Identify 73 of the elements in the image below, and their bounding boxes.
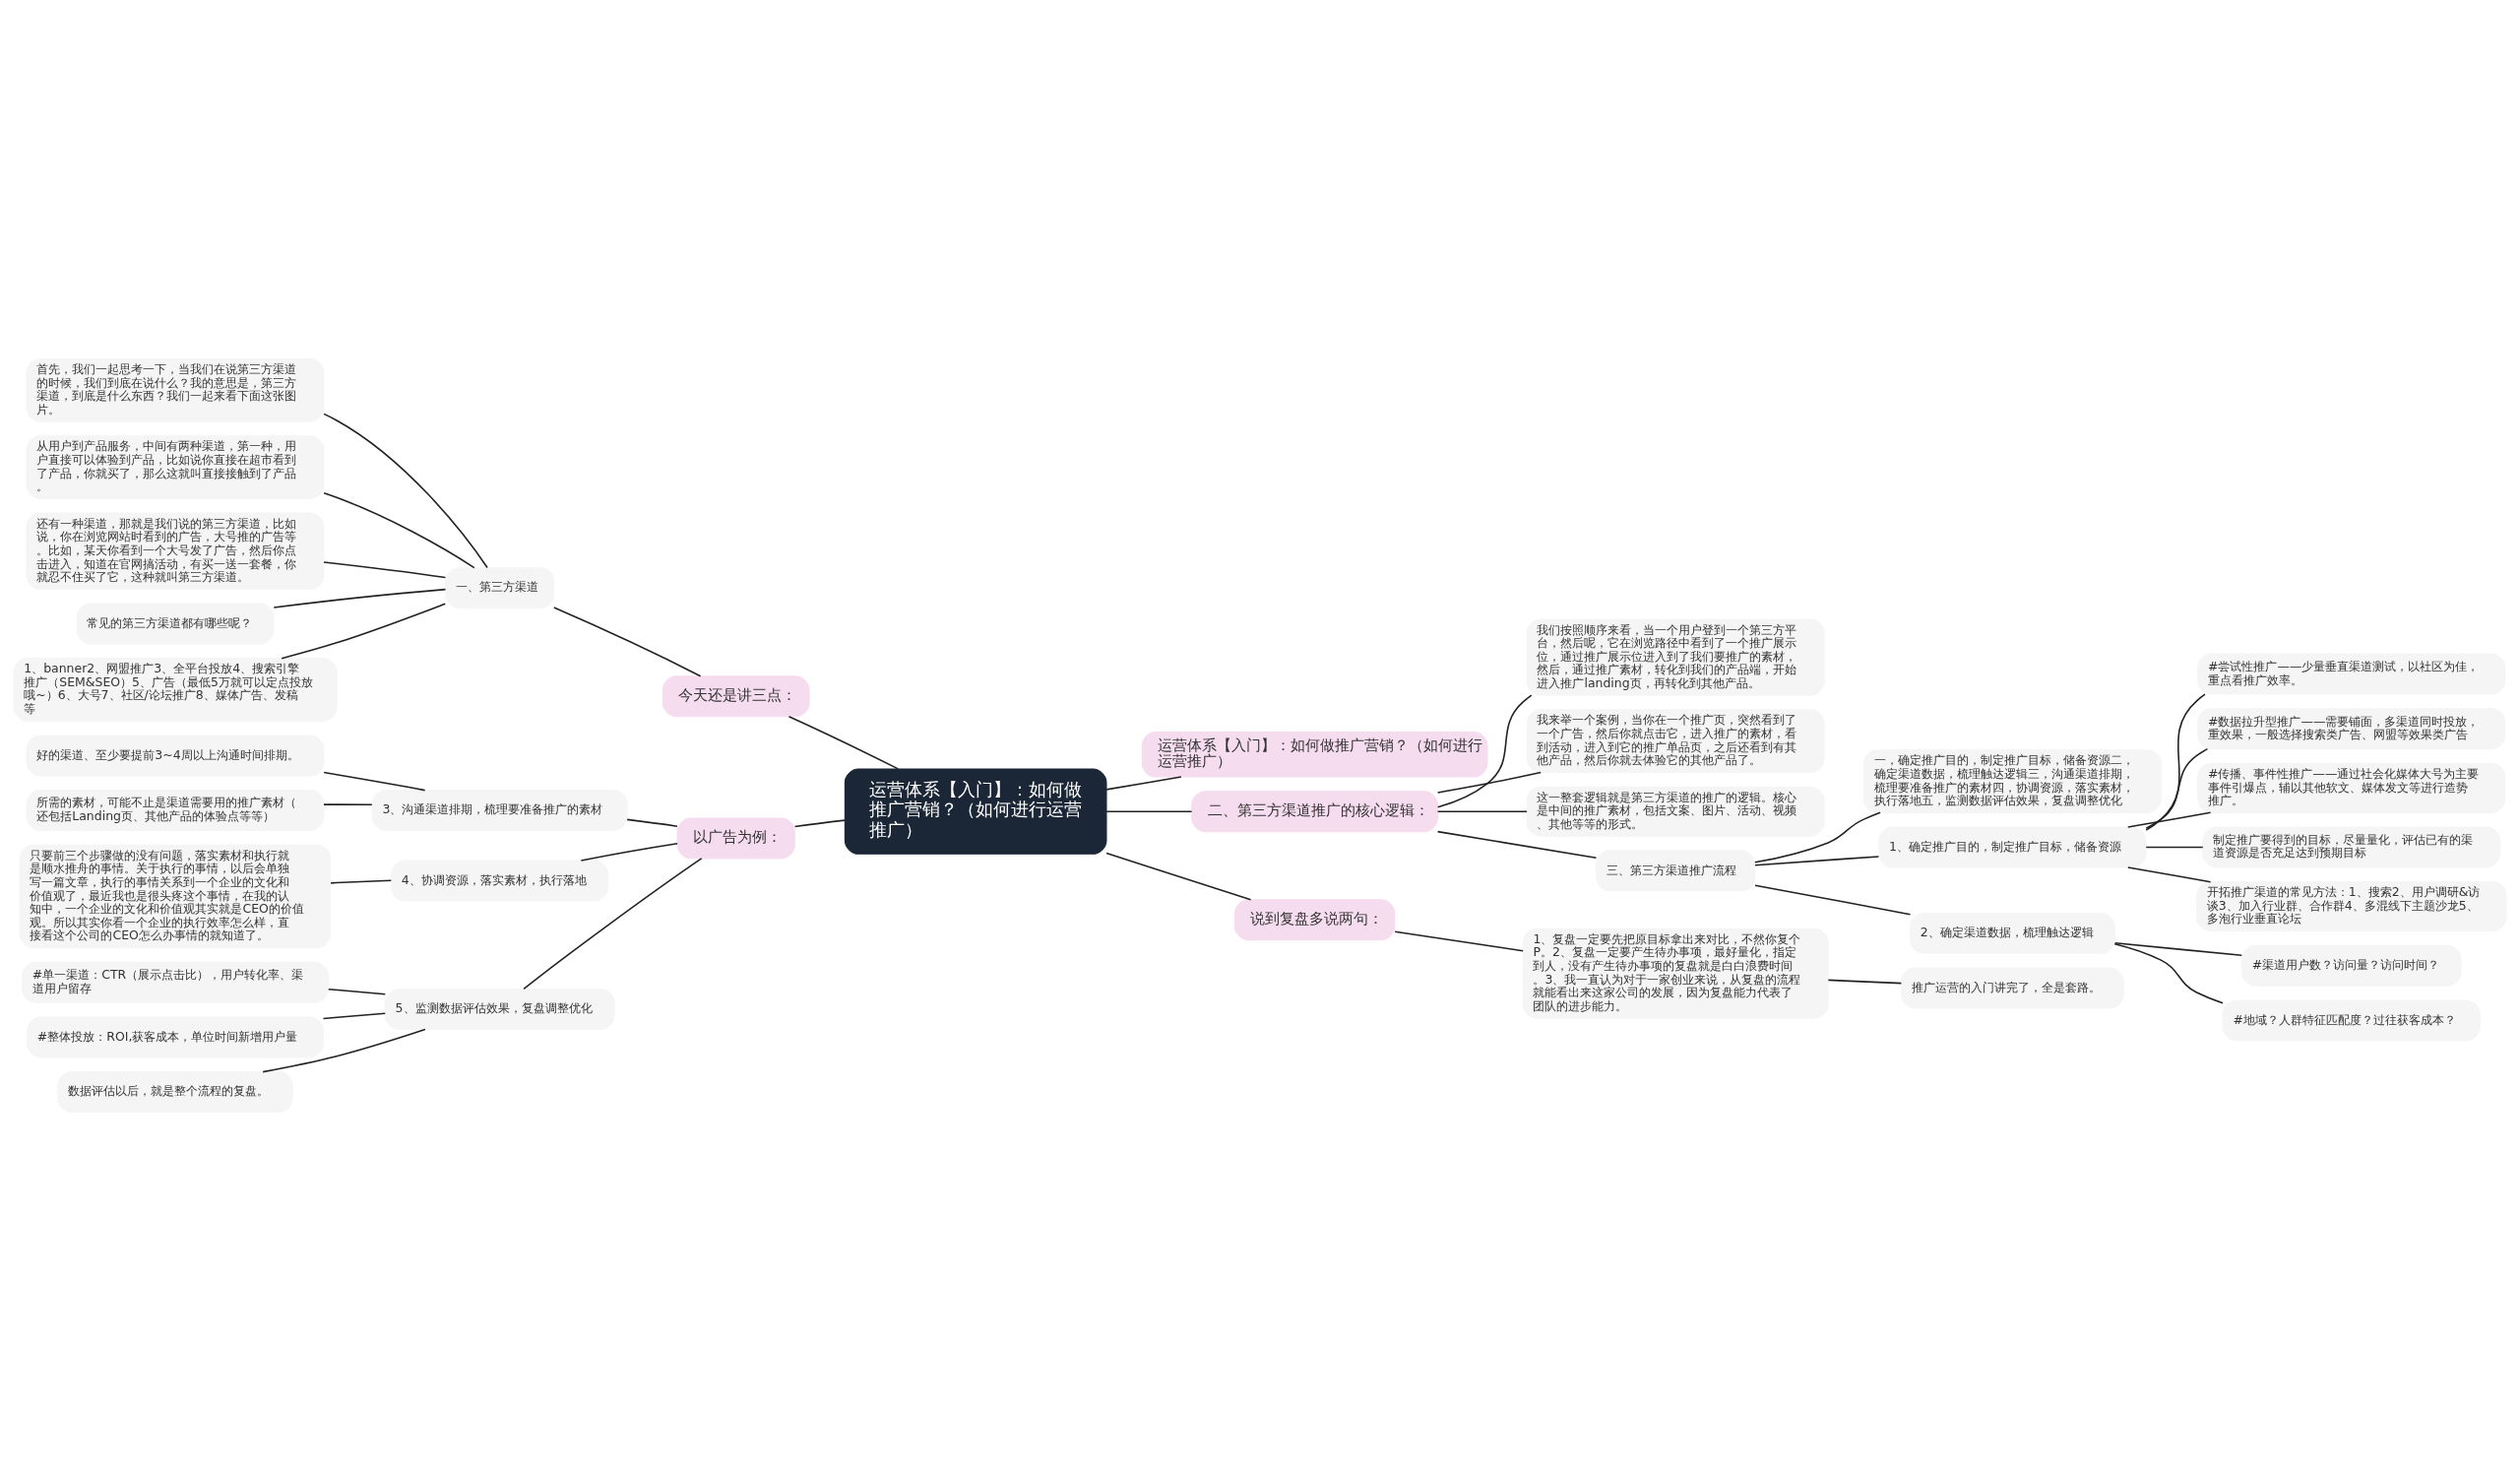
node-box: 好的渠道、至少要提前3~4周以上沟通时间排期。 bbox=[26, 735, 325, 777]
node-box: 以广告为例： bbox=[676, 817, 795, 860]
connector bbox=[1105, 810, 1193, 812]
node-box: 只要前三个步骤做的没有问题，落实素材和执行就是顺水推舟的事情。关于执行的事情，以后会单独写一篇文章，执行的事情关系到一个企业的文化和价值观了，最近我也是很头疼这个事情，在我的认知中，一个企业的文化和价值观其实就是CEO的价值观。所以其实你看一个企业的执行效率怎么样，直接看这个公司的CEO怎么办事情的就知道了。 bbox=[19, 844, 332, 949]
node-box: 1、确定推广目的，制定推广目标，储备资源 bbox=[1878, 826, 2147, 868]
node-box: 2、确定渠道数据，梳理触达逻辑 bbox=[1909, 912, 2115, 954]
connector bbox=[323, 771, 426, 792]
node-box: 我们按照顺序来看，当一个用户登到一个第三方平台，然后呢，它在浏览路径中看到了一个推广展示位，通过推广展示位进入到了我们要推广的素材，然后，通过推广素材，转化到我们的产品端，开始进入推广landing页，再转化到其他产品。 bbox=[1526, 618, 1825, 696]
node-box: #渠道用户数？访问量？访问时间？ bbox=[2241, 944, 2462, 987]
connector bbox=[323, 491, 475, 569]
node-box: #地域？人群特征匹配度？过往获客成本？ bbox=[2222, 999, 2481, 1042]
node-box: 从用户到产品服务，中间有两种渠道，第一种，用户直接可以体验到产品，比如说你直接在超市看到了产品，你就买了，那么这就叫直接接触到了产品。 bbox=[26, 435, 325, 499]
connector bbox=[1436, 810, 1528, 812]
connector bbox=[1754, 811, 1881, 863]
node-box: 一，确定推广目的，制定推广目标，储备资源二，确定渠道数据，梳理触达逻辑三，沟通渠道排期，梳理要准备推广的素材四，协调资源，落实素材，执行落地五，监测数据评估效果，复盘调整优化 bbox=[1862, 749, 2162, 813]
node-box: 常见的第三方渠道都有哪些呢？ bbox=[76, 603, 275, 645]
connector bbox=[322, 1012, 387, 1020]
connector bbox=[330, 879, 393, 884]
connector bbox=[553, 607, 702, 677]
node-box: 5、监测数据评估效果，复盘调整优化 bbox=[384, 989, 615, 1031]
connector bbox=[580, 843, 678, 862]
connector bbox=[323, 413, 488, 569]
connector bbox=[2113, 942, 2243, 956]
connector bbox=[281, 603, 447, 660]
connector bbox=[1436, 694, 1533, 808]
node-box: 一、第三方渠道 bbox=[445, 567, 555, 609]
node-box: #传播、事件性推广——通过社会化媒体大号为主要事件引爆点，辅以其他软文、媒体发文等进行造势推广。 bbox=[2197, 762, 2506, 813]
node-box: 运营体系【入门】：如何做推广营销？（如何进行运营推广） bbox=[844, 768, 1107, 855]
connector bbox=[262, 1028, 426, 1073]
connector bbox=[2145, 846, 2204, 849]
connector bbox=[323, 803, 373, 805]
node-box: 4、协调资源，落实素材，执行落地 bbox=[391, 860, 609, 902]
node-box: 我来举一个案例，当你在一个推广页，突然看到了一个广告，然后你就点击它，进入推广的素材，看到活动，进入到它的推广单品页，之后还看到有其他产品，然后你就去体验它的其他产品了。 bbox=[1526, 709, 1825, 773]
node-box: 数据评估以后，就是整个流程的复盘。 bbox=[57, 1071, 293, 1114]
connector bbox=[523, 858, 703, 991]
node-box: 所需的素材，可能不止是渠道需要用的推广素材（还包括Landing页、其他产品的体验点等等） bbox=[26, 790, 325, 832]
connector bbox=[2127, 811, 2212, 828]
node-box: 运营体系【入门】：如何做推广营销？（如何进行运营推广） bbox=[1141, 732, 1488, 778]
connector bbox=[793, 819, 846, 828]
connector bbox=[273, 588, 447, 608]
node-box: #数据拉升型推广——需要铺面，多渠道同时投放，重效果，一般选择搜索类广告、网盟等效果类广告 bbox=[2197, 708, 2506, 750]
node-box: 推广运营的入门讲完了，全是套路。 bbox=[1900, 967, 2124, 1009]
connector bbox=[1754, 856, 1880, 866]
node-box: #单一渠道：CTR（展示点击比），用户转化率、渠道用户留存 bbox=[21, 961, 330, 1003]
node-box: 三、第三方渠道推广流程 bbox=[1596, 850, 1756, 892]
node-box: 开拓推广渠道的常见方法：1、搜索2、用户调研&访谈3、加入行业群、合作群4、多混线下主题沙龙5、多泡行业垂直论坛 bbox=[2196, 881, 2507, 932]
node-box: 3、沟通渠道排期，梳理要准备推广的素材 bbox=[371, 790, 628, 832]
connector bbox=[788, 715, 900, 770]
connector bbox=[2127, 866, 2212, 883]
node-box: #整体投放：ROI,获客成本，单位时间新增用户量 bbox=[27, 1016, 324, 1058]
connector bbox=[1105, 852, 1252, 901]
connector bbox=[1827, 979, 1903, 985]
node-box: 首先，我们一起思考一下，当我们在说第三方渠道的时候，我们到底在说什么？我的意思是，第三方渠道，到底是什么东西？我们一起来看下面这张图片。 bbox=[26, 357, 325, 422]
node-box: 制定推广要得到的目标，尽量量化，评估已有的渠道资源是否充足达到预期目标 bbox=[2202, 826, 2501, 868]
node-box: 二、第三方渠道推广的核心逻辑： bbox=[1191, 791, 1438, 833]
connector bbox=[1436, 830, 1598, 859]
connector bbox=[1394, 930, 1524, 952]
connector bbox=[2113, 942, 2224, 1004]
node-box: 这一整套逻辑就是第三方渠道的推广的逻辑。核心是中间的推广素材，包括文案、图片、活动、视频、其他等等的形式。 bbox=[1526, 786, 1825, 837]
node-box: #尝试性推广——少量垂直渠道测试，以社区为佳，重点看推广效率。 bbox=[2197, 653, 2506, 695]
node-box: 1、banner2、网盟推广3、全平台投放4、搜索引擎推广（SEM&SEO）5、广告（最低5万就可以定点投放哦~）6、大号7、社区/论坛推广8、媒体广告、发稿等 bbox=[13, 658, 338, 722]
connector bbox=[1436, 771, 1543, 794]
connector bbox=[1754, 884, 1912, 916]
node-box: 1、复盘一定要先把原目标拿出来对比，不然你复个P。2、复盘一定要产生待办事项，最好量化，指定到人，没有产生待办事项的复盘就是白白浪费时间。3、我一直认为对于一家创业来说，从复盘的流程就能看出来这家公司的发展，因为复盘能力代表了团队的进步能力。 bbox=[1522, 927, 1829, 1019]
node-box: 今天还是讲三点： bbox=[662, 675, 810, 718]
node-box: 还有一种渠道，那就是我们说的第三方渠道，比如说，你在浏览网站时看到的广告，大号推的广告等。比如，某天你看到一个大号发了广告，然后你点击进入，知道在官网搞活动，有买一送一套餐，你就忍不住买了它，这种就叫第三方渠道。 bbox=[26, 512, 325, 590]
connector bbox=[1105, 776, 1182, 791]
connector bbox=[327, 988, 387, 995]
connector bbox=[2145, 693, 2206, 831]
connector bbox=[626, 818, 678, 827]
connector bbox=[2145, 747, 2209, 830]
connector bbox=[323, 561, 447, 579]
node-box: 说到复盘多说两句： bbox=[1233, 899, 1396, 941]
